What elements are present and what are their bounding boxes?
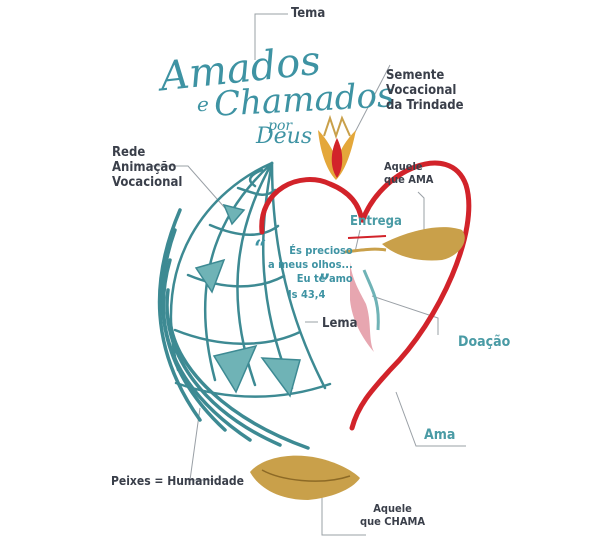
peixes-leader-line — [189, 407, 215, 481]
semente-leader-line — [351, 64, 391, 139]
title-line-deus: Deus — [256, 124, 313, 149]
label-doacao: Doação — [458, 334, 511, 350]
fish-shape-2 — [194, 258, 226, 294]
net-illustration — [157, 161, 332, 450]
label-ama: Ama — [424, 427, 456, 443]
ama-leader-line — [395, 391, 466, 447]
aquele-ama-leader-line — [417, 191, 425, 232]
trinity-seed-flame — [318, 114, 356, 180]
label-tema: Tema — [291, 6, 326, 21]
fish-shape-4 — [260, 357, 301, 398]
label-aquele-chama: Aquele que CHAMA — [360, 502, 425, 528]
fish-shapes — [194, 203, 301, 398]
label-semente-line-2: Vocacional — [386, 83, 457, 98]
label-lema: Lema — [322, 316, 358, 331]
entrega-leader-line — [354, 229, 361, 253]
label-aquele-chama-line-2: que CHAMA — [360, 515, 426, 528]
quote-line-2: a meus olhos... — [268, 258, 353, 271]
offering-drop — [350, 262, 380, 352]
label-rede-line-3: Vocacional — [112, 175, 183, 190]
label-rede: Rede Animação Vocacional — [112, 145, 182, 190]
doacao-leader-line — [371, 295, 439, 335]
title-line-por: por — [268, 118, 293, 134]
label-semente-line-3: da Trindade — [386, 98, 464, 113]
lower-hand — [250, 455, 360, 500]
aquele-chama-leader-line — [321, 497, 366, 536]
heart-shape — [259, 160, 472, 431]
quote-line-3: Eu te amo — [296, 272, 353, 285]
label-entrega: Entrega — [350, 214, 402, 229]
label-rede-line-1: Rede — [112, 145, 146, 160]
upper-hand — [344, 227, 465, 261]
fish-shape-3 — [212, 344, 258, 394]
label-rede-line-2: Animação — [112, 160, 177, 175]
title-connector-e: e — [197, 92, 209, 116]
label-semente: Semente Vocacional da Trindade — [386, 68, 464, 113]
tema-leader-line — [254, 13, 288, 60]
label-aquele-ama-line-2: que AMA — [384, 173, 434, 186]
quote-close-mark: ” — [318, 270, 331, 296]
label-aquele-ama-line-1: Aquele — [384, 160, 423, 173]
quote-line-1: És precioso — [289, 244, 353, 257]
quote-reference: Is 43,4 — [288, 288, 326, 301]
quote-open-mark: “ — [254, 236, 267, 262]
label-aquele-chama-line-1: Aquele — [373, 502, 412, 515]
label-aquele-ama: Aquele que AMA — [384, 160, 433, 186]
quote-block: És precioso a meus olhos... Eu te amo — [268, 244, 353, 286]
label-peixes: Peixes = Humanidade — [111, 474, 244, 488]
fish-shape-1 — [222, 203, 246, 226]
label-semente-line-1: Semente — [386, 68, 445, 83]
